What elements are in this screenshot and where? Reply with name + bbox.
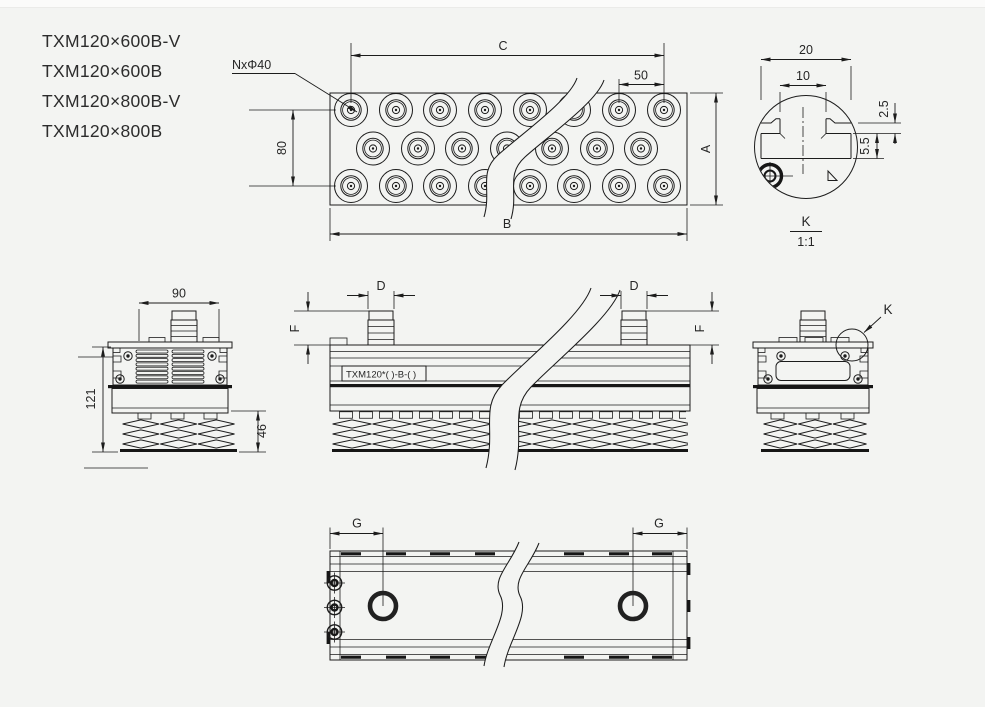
detail-k-view: 20 10 2.5 5.5 K 1:1 xyxy=(754,43,901,249)
detail-scale-label: 1:1 xyxy=(797,235,814,249)
hole-callout-label: NxΦ40 xyxy=(232,58,271,72)
lower-block xyxy=(756,388,870,414)
cup-edge-dashes xyxy=(326,552,691,659)
body-window xyxy=(775,361,851,381)
dim-label-d-right: D xyxy=(629,279,638,293)
dim-label-46: 46 xyxy=(255,424,269,438)
break-line xyxy=(510,79,605,220)
lower-block xyxy=(111,388,229,414)
dim-label-d-left: D xyxy=(376,279,385,293)
model-name-2: TXM120×600B xyxy=(42,61,163,81)
top-view-drawing xyxy=(249,77,688,220)
hose-barb-cap xyxy=(368,310,394,321)
t-slot-profile xyxy=(755,107,857,191)
port-hole-right xyxy=(617,590,649,622)
dim-label-80: 80 xyxy=(275,141,289,155)
dim-label-50: 50 xyxy=(634,69,648,83)
top-view-dimensions: C 50 A B 80 NxΦ40 xyxy=(232,39,723,241)
break-line xyxy=(483,77,578,218)
dim-label-90: 90 xyxy=(172,287,186,301)
break-line xyxy=(503,542,540,668)
hose-barb-cap xyxy=(621,310,647,321)
dim-label-5-5: 5.5 xyxy=(858,137,872,154)
bellows-cups xyxy=(122,419,235,449)
break-line xyxy=(485,287,592,469)
bellows-cups xyxy=(763,419,867,449)
dim-label-10: 10 xyxy=(796,69,810,83)
hose-barb-cap xyxy=(171,310,197,321)
section-screw-core xyxy=(763,169,777,183)
end-view-right-drawing: K xyxy=(752,302,893,452)
break-line xyxy=(483,541,520,667)
end-view-left-drawing: 90 121 46 xyxy=(78,287,269,469)
top-plate xyxy=(752,341,874,349)
body-section xyxy=(112,347,228,386)
model-name-1: TXM120×600B-V xyxy=(42,31,181,51)
dim-label-c: C xyxy=(498,39,507,53)
hose-barb-right xyxy=(620,319,648,346)
dim-label-20: 20 xyxy=(799,43,813,57)
detail-label-k: K xyxy=(801,214,810,229)
hose-barb-left xyxy=(367,319,395,346)
nameplate-box xyxy=(341,365,427,382)
page-top-strip xyxy=(0,0,985,8)
dim-label-2-5: 2.5 xyxy=(877,100,891,117)
model-name-4: TXM120×800B xyxy=(42,121,163,141)
break-line xyxy=(514,289,621,471)
top-plate xyxy=(107,341,233,349)
front-view-drawing: TXM120*( )-B-( ) D D F xyxy=(288,279,719,471)
dim-label-121: 121 xyxy=(84,389,98,410)
hose-barb-cap xyxy=(800,310,826,321)
body-outline xyxy=(329,550,688,661)
chamfer-mark xyxy=(827,169,839,181)
nameplate-text: TXM120*( )-B-( ) xyxy=(346,370,416,381)
bottom-view-drawing: G G xyxy=(322,517,691,668)
body-section xyxy=(757,347,869,386)
port-hole-left xyxy=(367,590,399,622)
detail-ref-label-k: K xyxy=(883,302,892,317)
dim-label-g-left: G xyxy=(352,517,362,531)
dim-label-f-left: F xyxy=(288,324,302,332)
dim-label-g-right: G xyxy=(654,517,664,531)
model-list: TXM120×600B-V TXM120×600B TXM120×800B-V … xyxy=(42,31,181,141)
model-name-3: TXM120×800B-V xyxy=(42,91,181,111)
dim-label-f-right: F xyxy=(693,324,707,332)
dim-label-a: A xyxy=(699,144,713,153)
dim-label-b: B xyxy=(503,217,511,231)
detail-k-marker-circle xyxy=(835,328,869,362)
detail-boundary-circle xyxy=(754,95,858,199)
